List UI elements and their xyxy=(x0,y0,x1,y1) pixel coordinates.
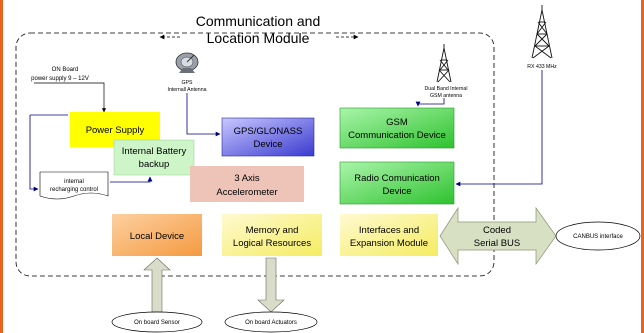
gsm-device-label-line1: GSM xyxy=(386,117,408,128)
rx-antenna-label: RX 433 MHz xyxy=(527,64,557,70)
power-to-recharging-connector xyxy=(29,115,39,192)
onboard-power-line xyxy=(34,82,107,113)
memory-label-line1: Memory and xyxy=(246,225,299,236)
gsm-antenna-label-line2: GSM antenna xyxy=(430,93,462,99)
radio-device-block xyxy=(339,161,455,205)
onboard-power-label-line2: power supply 9 – 12V xyxy=(31,76,89,82)
rx-tower-icon xyxy=(531,5,553,59)
battery-label-line2: backup xyxy=(139,159,170,170)
recharging-to-battery-connector xyxy=(110,176,153,183)
gsm-antenna-connector xyxy=(415,98,445,107)
radio-device-label-line2: Device xyxy=(382,186,411,197)
gsm-antenna-label-line1: Dual Band Internal xyxy=(425,86,468,92)
module-boundary xyxy=(15,32,495,277)
onboard-actuators-label: On board Actuators xyxy=(245,320,297,326)
frame-left-border xyxy=(0,0,3,333)
battery-label-line1: Internal Battery xyxy=(122,146,187,157)
actuator-down-arrow xyxy=(257,257,285,313)
accelerometer-label-line1: 3 Axis xyxy=(234,173,260,184)
onboard-power-label-line1: ON Board xyxy=(52,67,79,73)
gps-device-label-line2: Device xyxy=(253,139,282,150)
connector-lines xyxy=(29,70,543,192)
local-device-block xyxy=(112,214,202,256)
gps-glonass-block xyxy=(221,117,315,157)
power-supply-label: Power Supply xyxy=(86,125,145,136)
radio-device-label-line1: Radio Comunication xyxy=(354,173,440,184)
serial-bus-label-line2: Serial BUS xyxy=(474,238,520,249)
gps-dish-icon xyxy=(175,52,199,73)
local-device-label: Local Device xyxy=(130,231,184,242)
module-title-line1: Communication and xyxy=(196,13,321,29)
gsm-device-block xyxy=(339,107,455,149)
interfaces-block xyxy=(340,214,438,256)
serial-bus-arrow xyxy=(439,206,557,266)
module-title-line2: Location Module xyxy=(207,30,310,46)
gps-antenna-connector xyxy=(186,93,221,137)
memory-block xyxy=(222,214,322,256)
gps-device-label-line1: GPS/GLONASS xyxy=(234,126,303,137)
memory-label-line2: Logical Resources xyxy=(233,238,311,249)
gsm-tower-icon xyxy=(436,44,452,83)
accelerometer-label-line2: Accelerometer xyxy=(216,187,277,198)
gps-antenna-label-line1: GPS xyxy=(182,80,193,86)
canbus-label: CANBUS interface xyxy=(573,234,623,240)
rx-antenna-connector xyxy=(455,70,543,187)
recharging-control-block xyxy=(39,171,109,200)
interfaces-label-line2: Expansion Module xyxy=(350,238,428,249)
recharging-label-line1: internal xyxy=(64,179,84,185)
sensor-up-arrow xyxy=(143,257,171,313)
frame-right-border xyxy=(641,0,644,333)
gps-antenna-label-line2: Internall Antenna xyxy=(168,87,207,93)
onboard-actuators-ellipse xyxy=(224,311,318,333)
gsm-device-label-line2: Communication Device xyxy=(348,130,446,141)
serial-bus-label-line1: Coded xyxy=(483,225,511,236)
battery-block xyxy=(113,139,195,176)
onboard-sensor-label: On board Sensor xyxy=(134,320,180,326)
interfaces-label-line1: Interfaces and xyxy=(359,225,419,236)
canbus-interface-ellipse xyxy=(555,221,641,251)
onboard-sensor-ellipse xyxy=(111,311,203,333)
recharging-label-line2: recharging control xyxy=(50,187,98,193)
accelerometer-block xyxy=(190,166,304,202)
